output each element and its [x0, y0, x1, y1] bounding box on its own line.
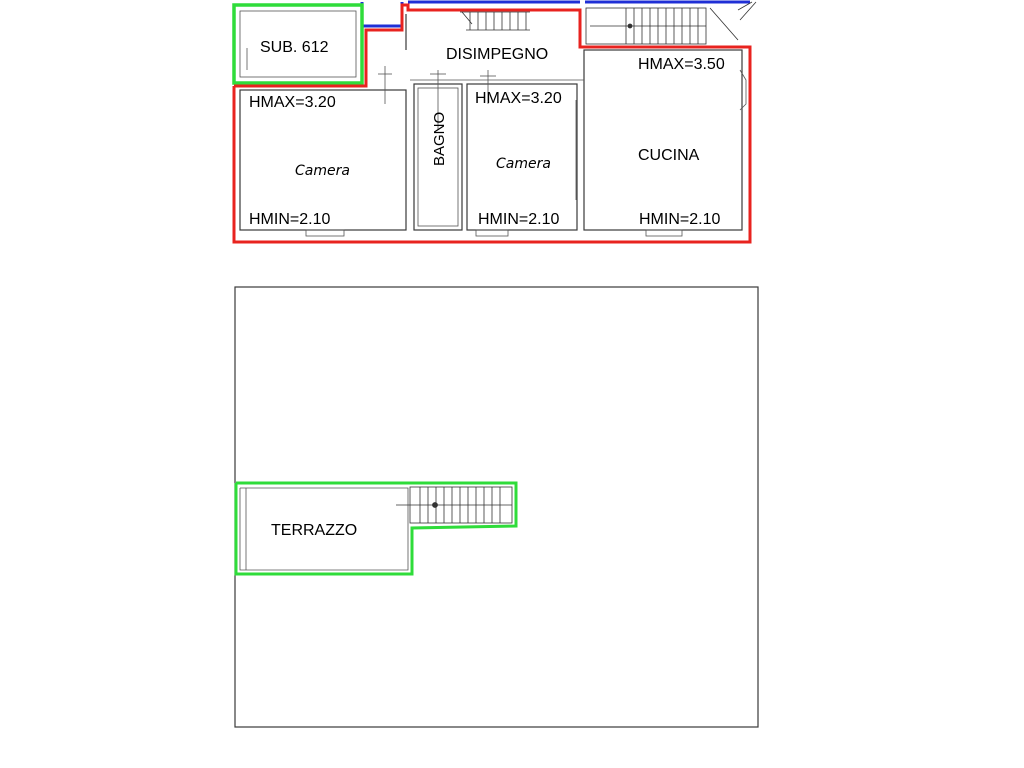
terrazzo-wall	[239, 487, 409, 571]
disimpegno-label: DISIMPEGNO	[446, 46, 548, 63]
lower-floor-plan: TERRAZZO	[234, 286, 759, 728]
window-sill-3	[645, 229, 683, 237]
hmax-cucina: HMAX=3.50	[638, 56, 725, 73]
adjacent-unit-boundary	[360, 2, 404, 28]
stairs-top-middle	[460, 11, 530, 31]
sub612-label: SUB. 612	[260, 39, 329, 56]
bagno-label: BAGNO	[431, 112, 448, 166]
hmin-camera-right: HMIN=2.10	[478, 211, 559, 228]
lot-outline	[234, 286, 759, 728]
terrazzo-label: TERRAZZO	[271, 522, 357, 539]
sub612-wall	[239, 10, 357, 78]
window-sill-1	[305, 229, 345, 237]
upper-floor-plan: SUB. 612 DISIMPEGNO Camera BAGNO Camera …	[232, 0, 757, 244]
hmin-cucina: HMIN=2.10	[639, 211, 720, 228]
hmax-camera-right: HMAX=3.20	[475, 90, 562, 107]
terrazzo-boundary	[234, 481, 518, 576]
cucina-label: CUCINA	[638, 147, 700, 164]
camera-right-walls	[466, 83, 578, 231]
cucina-walls	[583, 49, 743, 231]
cucina-bay	[739, 69, 747, 111]
stairs-top-right	[585, 1, 757, 45]
window-sill-2	[475, 229, 509, 237]
unit-boundary	[232, 3, 752, 244]
stairs-terrazzo	[396, 486, 513, 524]
hmax-camera-left: HMAX=3.20	[249, 94, 336, 111]
sub612-boundary	[232, 3, 364, 85]
hmin-camera-left: HMIN=2.10	[249, 211, 330, 228]
camera-right-label: Camera	[496, 156, 551, 172]
camera-left-label: Camera	[295, 163, 350, 179]
camera-left-walls	[239, 89, 407, 231]
